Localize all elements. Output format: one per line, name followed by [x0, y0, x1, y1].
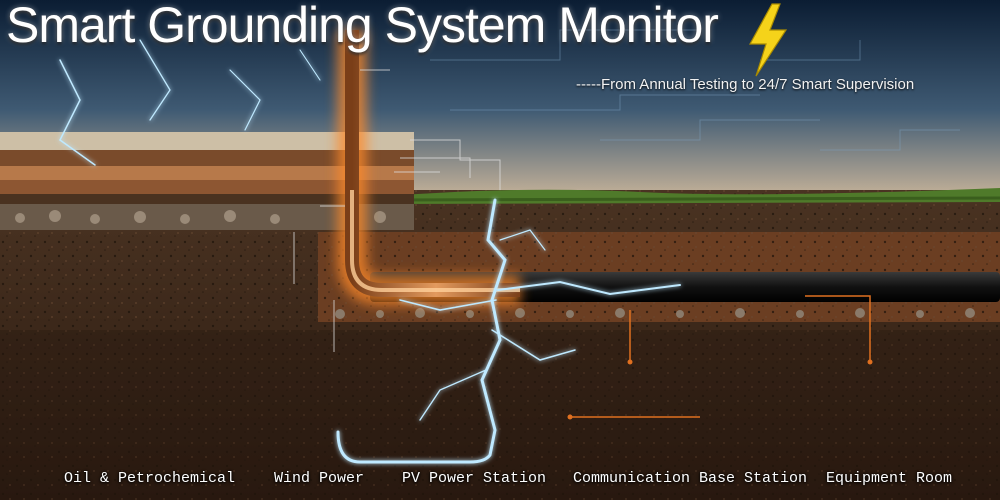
application-label-wind-power: Wind Power — [274, 470, 365, 487]
application-label-equipment-room: Equipment Room — [826, 470, 953, 487]
application-label-pv-power-station: PV Power Station — [402, 470, 547, 487]
application-label-communication-base-station: Communication Base Station — [573, 470, 808, 487]
subtitle: -----From Annual Testing to 24/7 Smart S… — [576, 76, 915, 93]
application-label-oil-petrochemical: Oil & Petrochemical — [64, 470, 236, 487]
page-title: Smart Grounding System Monitor — [6, 0, 719, 53]
lightning-bolt-icon — [748, 3, 788, 77]
buried-cable-icon — [370, 272, 1000, 302]
lightning-discharge-icon — [59, 39, 681, 464]
